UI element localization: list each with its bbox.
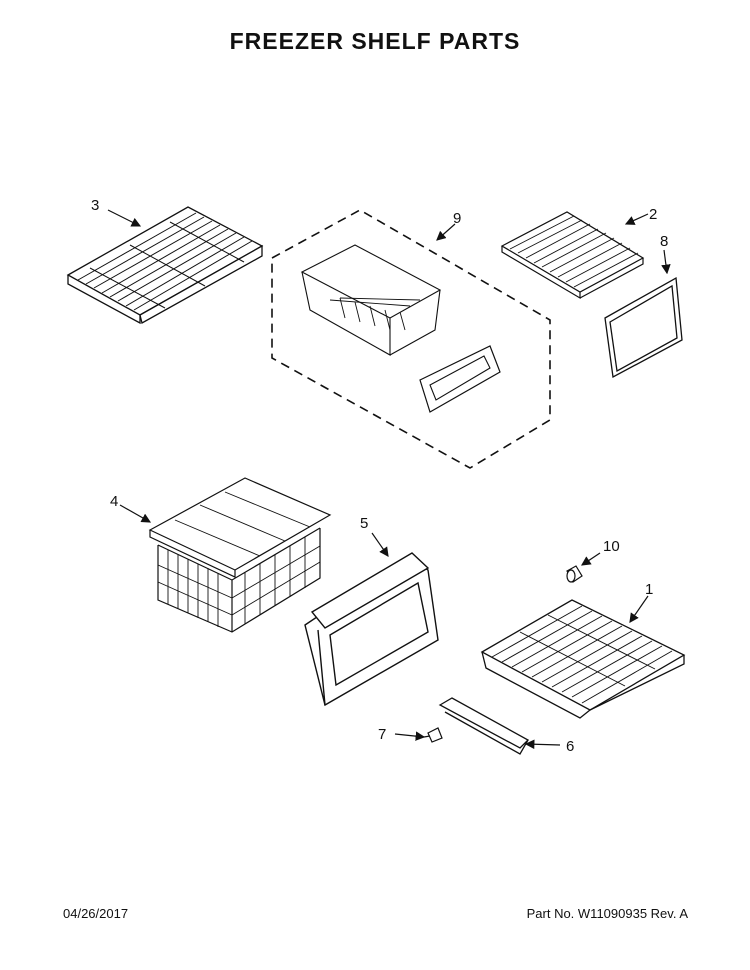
callout-5: 5 [360, 515, 368, 532]
page-title: FREEZER SHELF PARTS [229, 28, 521, 54]
callout-10: 10 [603, 538, 620, 555]
part-9-bin-assembly[interactable] [300, 244, 501, 413]
part-10-bumper[interactable] [566, 565, 583, 583]
callout-3: 3 [91, 197, 99, 214]
part-7-screw[interactable] [423, 727, 443, 743]
callout-4: 4 [110, 493, 118, 510]
part-3-wire-shelf[interactable] [66, 206, 264, 325]
footer-date: 04/26/2017 [63, 906, 129, 921]
callout-8: 8 [660, 233, 668, 250]
part-5-drawer-front[interactable] [304, 552, 439, 707]
part-8-trim[interactable] [604, 276, 683, 379]
callout-2: 2 [649, 206, 657, 223]
part-9-group-outline [271, 209, 551, 469]
callout-9: 9 [453, 210, 461, 227]
callout-6: 6 [566, 738, 574, 755]
part-4-wire-basket[interactable] [148, 477, 332, 633]
part-6-rail[interactable] [438, 697, 530, 755]
callout-7: 7 [378, 726, 386, 743]
footer-part-number: Part No. W11090935 Rev. A [526, 906, 688, 921]
part-1-wire-shelf[interactable] [480, 599, 686, 719]
callout-1: 1 [645, 581, 653, 598]
part-2-shelf[interactable] [500, 211, 645, 300]
